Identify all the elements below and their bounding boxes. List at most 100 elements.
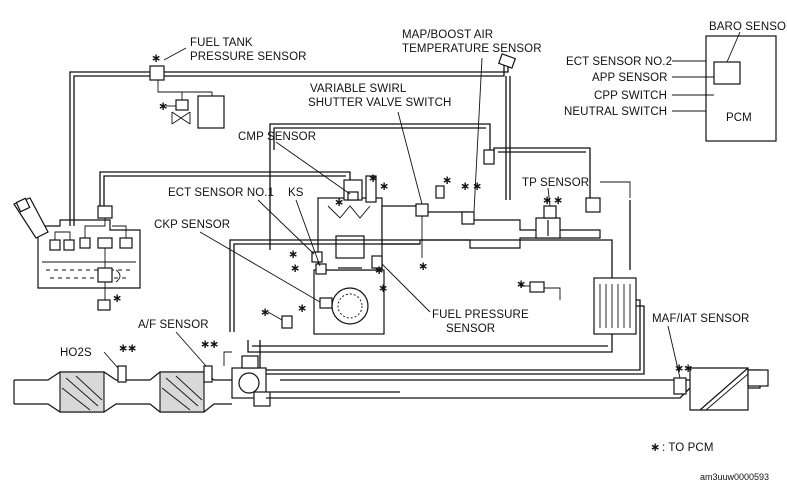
map-boost-air-temp-sensor: [461, 211, 475, 225]
ect1-leader: [257, 199, 315, 255]
fuel-tank-label-1: FUEL TANK: [190, 37, 253, 49]
fuel-tank: [37, 219, 141, 289]
actuator-link: [600, 181, 631, 198]
asterisk-tp-1: ∗: [542, 193, 552, 207]
af-sensor: [203, 365, 213, 383]
tank-pipe-b: [84, 218, 106, 238]
maf-iat-sensor: [673, 377, 687, 395]
turbo-inlet: [241, 355, 259, 369]
map-boost-label-1: MAP/BOOST AIR: [402, 29, 493, 41]
maf-leader: [667, 325, 681, 379]
cpp-switch-label: CPP SWITCH: [594, 90, 667, 102]
asterisk-maf-2: ∗: [683, 361, 693, 375]
vent-line-left-2: [73, 75, 150, 226]
ckp-trigger-wheel: [337, 293, 363, 319]
canister-inlet: [157, 80, 213, 96]
app-sensor-label: APP SENSOR: [592, 72, 668, 84]
swirl-leader: [397, 111, 423, 205]
asterisk-bracket: ∗: [260, 305, 270, 319]
filler-cap: [15, 197, 31, 213]
tank-valve-4: [97, 237, 113, 249]
fuel-pressure-label-2: SENSOR: [446, 323, 495, 335]
fuel-tank-label-2: PRESSURE SENSOR: [190, 51, 307, 63]
asterisk-ftp: ∗: [151, 51, 161, 65]
intake-manifold: [381, 205, 601, 249]
pcm-label: PCM: [726, 112, 752, 124]
intercooler: [593, 277, 637, 335]
asterisk-ect1: ∗: [288, 247, 298, 261]
charge-air-loop: [259, 299, 641, 371]
wastegate: [253, 391, 271, 407]
charcoal-canister: [197, 95, 225, 129]
cmp-sensor-label: CMP SENSOR: [238, 131, 316, 143]
tank-pressure-sensor-lower: [97, 299, 111, 311]
shutter-line: [493, 147, 591, 198]
purge-solenoid-body: [175, 99, 189, 111]
evap-line-top-2: [164, 64, 505, 77]
variable-swirl-label-2: SHUTTER VALVE SWITCH: [308, 97, 451, 109]
intake-shutter-actuator: [585, 197, 601, 213]
asterisk-rail-1: ∗: [368, 171, 378, 185]
boost-sensor-bracket: [281, 315, 293, 329]
vacuum-check-valve: [483, 149, 495, 165]
pump-strainer: [115, 269, 121, 283]
figure-code: am3uuw0000593: [700, 472, 769, 482]
asterisk-ho2s-2: ∗: [127, 341, 137, 355]
vacuum-line-upper-2: [273, 127, 486, 150]
asterisk-maf-1: ∗: [674, 361, 684, 375]
asterisk-map-2: ∗: [472, 179, 482, 193]
ho2s-leader: [103, 351, 119, 369]
fuel-pump: [97, 267, 113, 283]
legend-text: : TO PCM: [662, 442, 714, 454]
port-hose: [544, 287, 561, 300]
tp-sensor-label: TP SENSOR: [522, 177, 589, 189]
asterisk-purge: ∗: [158, 99, 168, 113]
air-filter-element-2: [705, 373, 749, 411]
cmp-sensor: [347, 191, 359, 201]
evap-port-connector: [497, 53, 517, 69]
cmp-leader: [275, 141, 351, 195]
knock-sensor: [315, 263, 327, 275]
asterisk-rail-2: ∗: [379, 179, 389, 193]
ftp-leader: [163, 47, 187, 61]
asterisk-boost-sol: ∗: [442, 173, 452, 187]
valvetrain: [327, 205, 371, 219]
af-leader: [175, 331, 207, 367]
tank-valve-5: [119, 237, 133, 249]
asterisk-ho2s-1: ∗: [118, 341, 128, 355]
boost-pipe-top-2: [233, 243, 420, 332]
boost-pressure-port: [529, 281, 545, 293]
map-boost-label-2: TEMPERATURE SENSOR: [402, 43, 542, 55]
af-sensor-label: A/F SENSOR: [138, 319, 209, 331]
evap-line-top: [164, 64, 509, 73]
fps-leader: [381, 263, 431, 313]
vent-line-left: [69, 71, 150, 226]
air-intake-snorkel: [747, 369, 769, 387]
ks-leader: [295, 199, 321, 267]
ks-label: KS: [288, 187, 304, 199]
asterisk-port: ∗: [516, 277, 526, 291]
tp-sensor: [543, 205, 557, 219]
asterisk-fps: ∗: [378, 281, 388, 295]
fuel-pressure-label-1: FUEL PRESSURE: [432, 309, 529, 321]
fuel-rail-end: [365, 175, 377, 203]
tank-valve-2: [63, 239, 75, 251]
tank-valve-3: [79, 237, 91, 249]
asterisk-af-1: ∗: [200, 337, 210, 351]
turbine-wheel: [238, 372, 260, 394]
cooler-return: [247, 334, 613, 353]
crankshaft-pulley: [331, 287, 369, 325]
legend-asterisk: ∗: [650, 440, 660, 454]
ckp-leader: [199, 231, 321, 303]
baro-sensor-box: [713, 61, 741, 85]
ckp-sensor: [319, 297, 333, 309]
air-cleaner: [689, 367, 749, 411]
asterisk-tank-lower: ∗: [112, 291, 122, 305]
asterisk-swirl: ∗: [418, 259, 428, 273]
maf-iat-sensor-label: MAF/IAT SENSOR: [652, 313, 749, 325]
asterisk-cmp: ∗: [334, 195, 344, 209]
tank-valve-1: [49, 239, 61, 251]
turbo-vacuum: [223, 351, 232, 366]
asterisk-ckp: ∗: [297, 301, 307, 315]
